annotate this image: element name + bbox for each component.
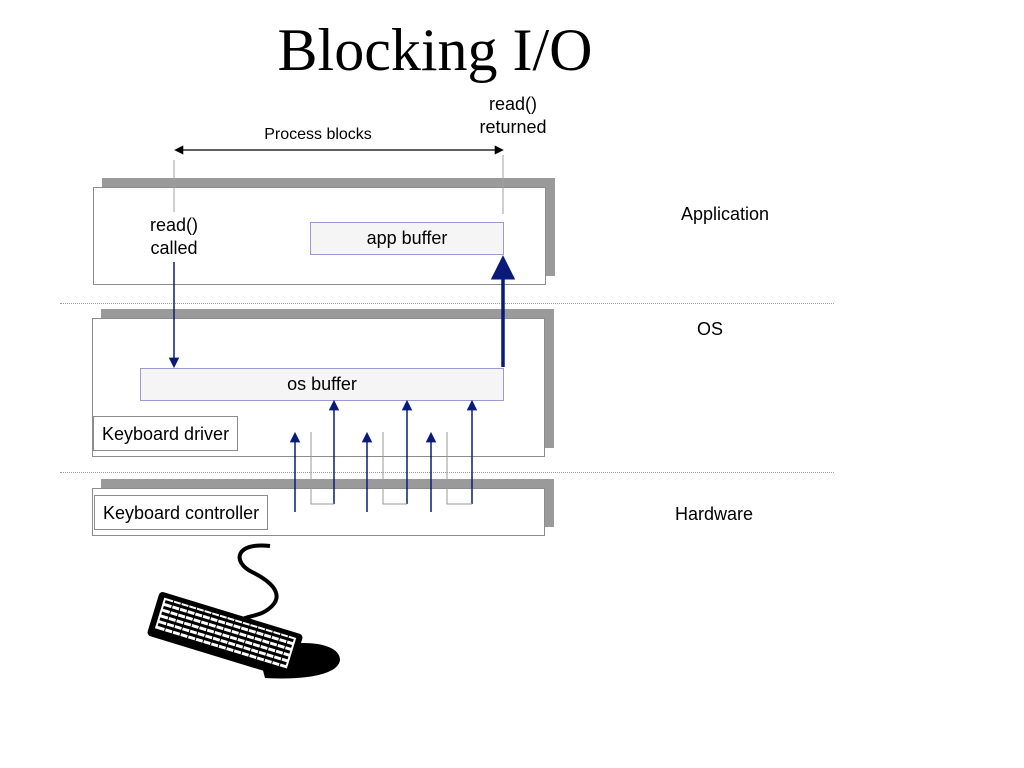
read-returned-label: read() returned	[479, 94, 547, 137]
page-title: Blocking I/O	[277, 17, 593, 83]
os-buffer: os buffer	[140, 368, 504, 401]
connector-line-1	[310, 432, 334, 505]
layer-label-os: OS	[696, 319, 723, 339]
layer-label-hardware: Hardware	[674, 504, 754, 524]
layer-separator-app-os	[60, 303, 834, 304]
process-blocks-label: Process blocks	[264, 126, 372, 143]
connector-line-3	[446, 432, 472, 505]
app-buffer: app buffer	[310, 222, 504, 255]
read-called-label: read() called	[149, 215, 198, 258]
keyboard-driver-box: Keyboard driver	[93, 416, 239, 451]
keyboard-controller-box: Keyboard controller	[94, 495, 269, 530]
connector-line-2	[382, 432, 407, 505]
keyboard-icon	[147, 543, 340, 679]
layer-label-application: Application	[680, 204, 770, 224]
